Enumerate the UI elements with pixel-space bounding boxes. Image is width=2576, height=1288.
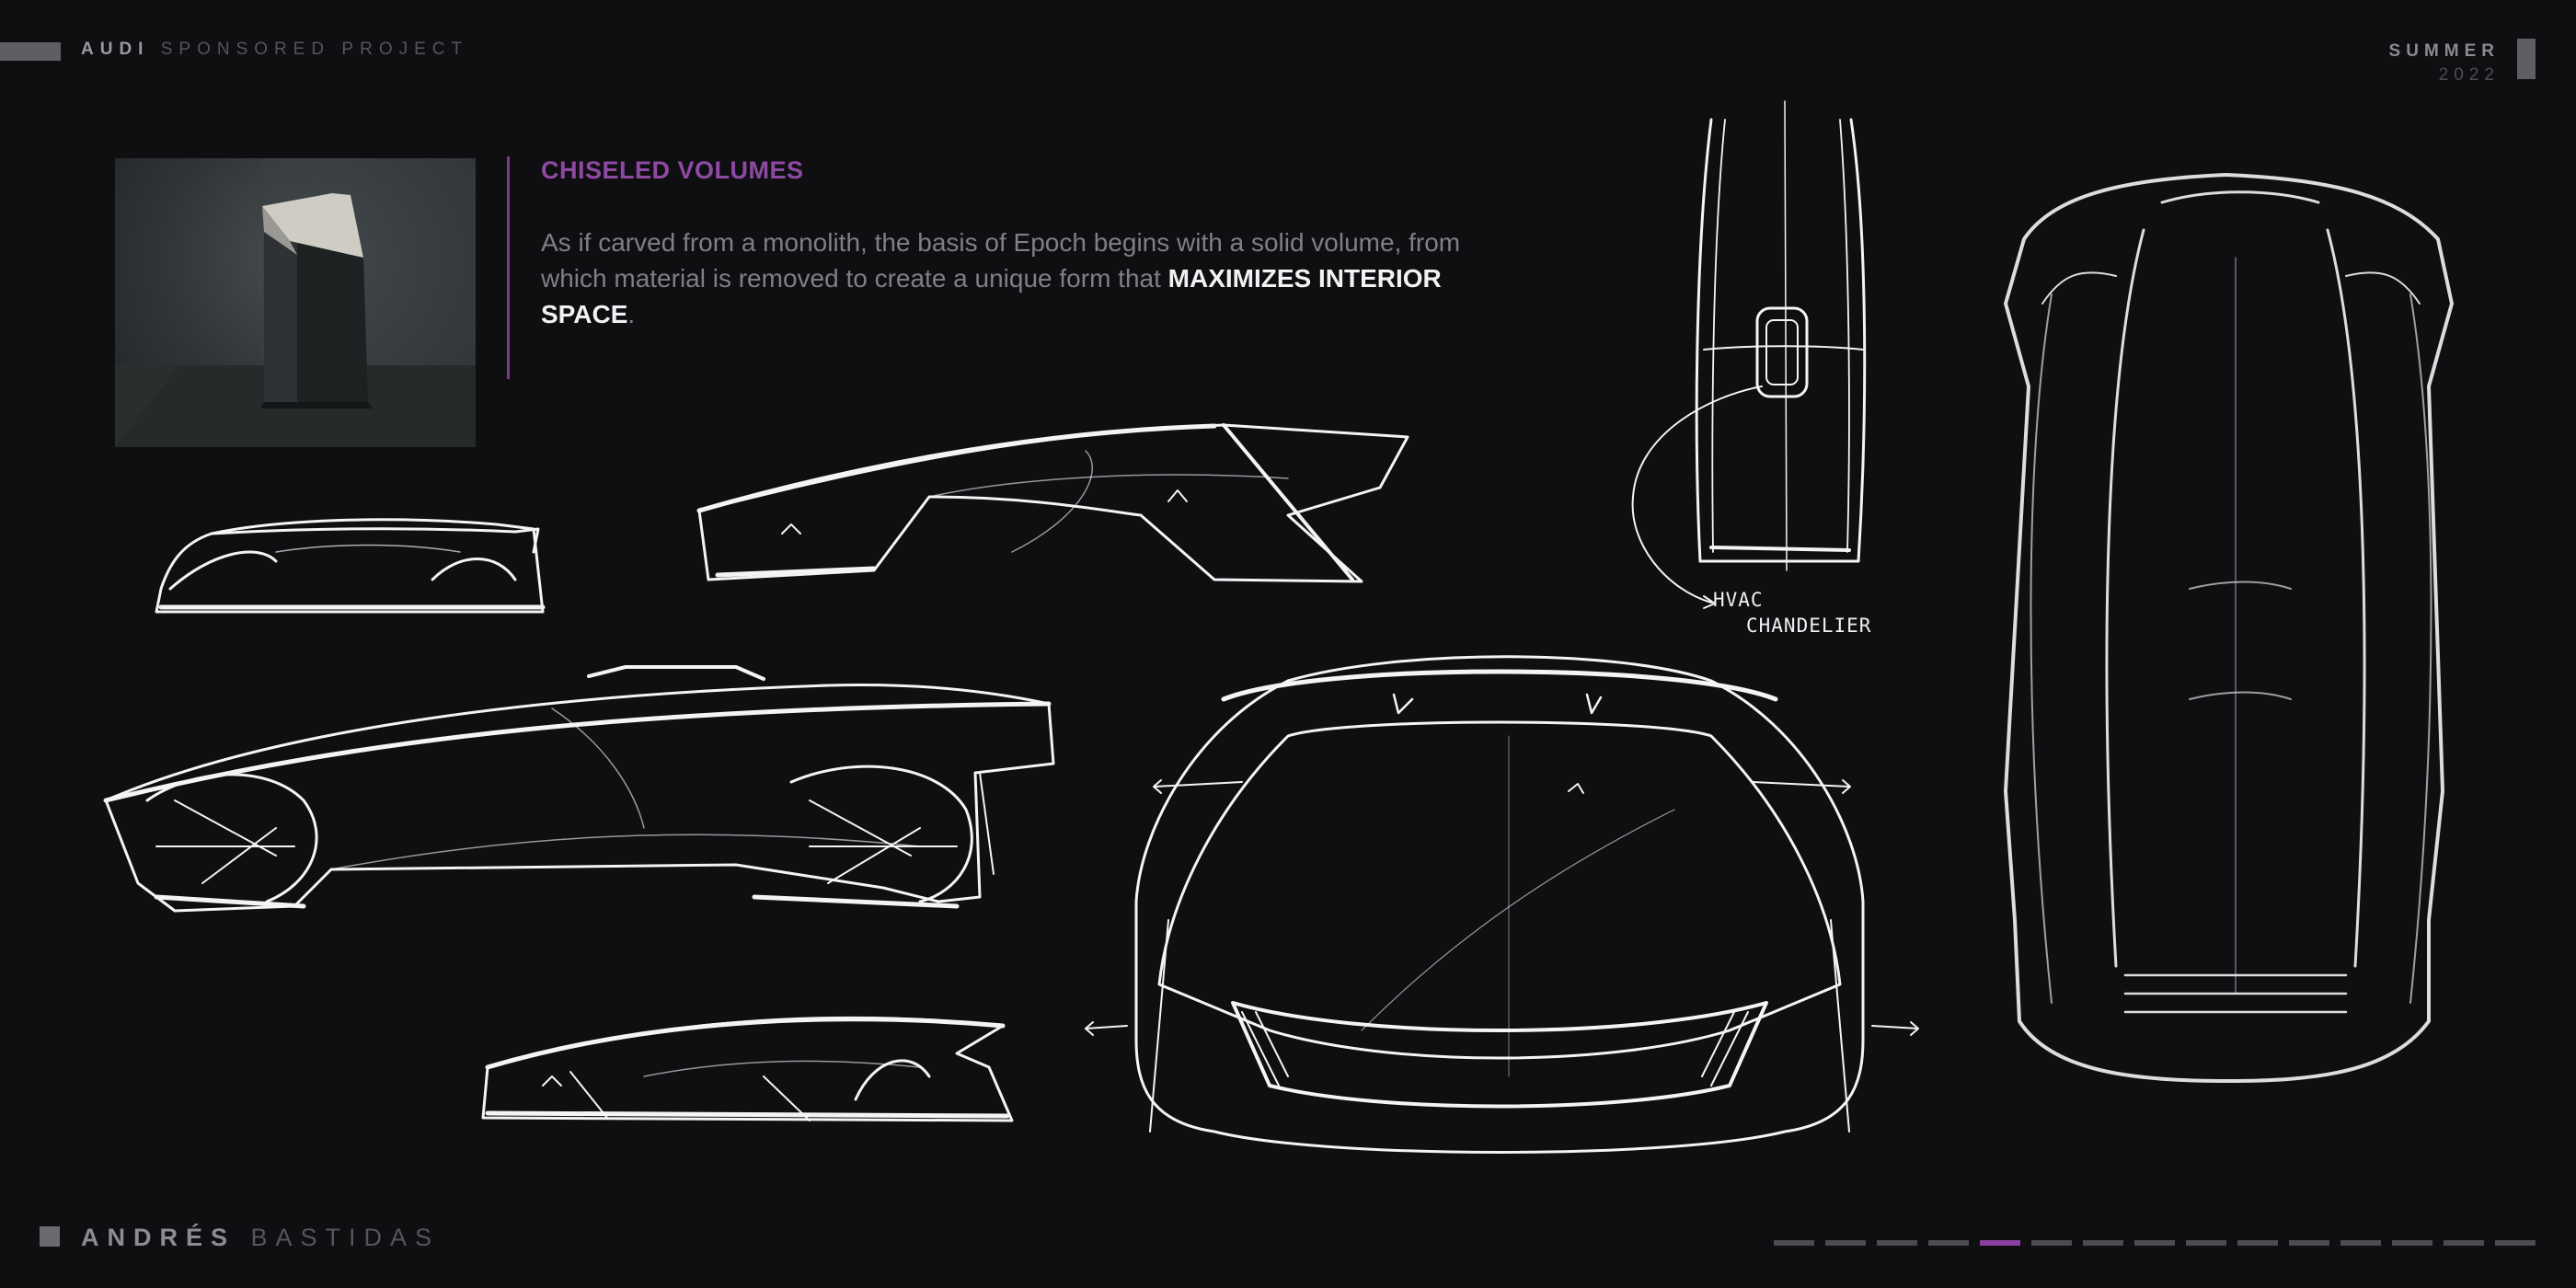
sketch-front-view bbox=[1085, 655, 1919, 1154]
footer-square-marker bbox=[40, 1226, 60, 1247]
header-bar-marker bbox=[0, 42, 61, 61]
designer-first-name: ANDRÉS bbox=[81, 1224, 236, 1251]
page-indicator-item[interactable] bbox=[2444, 1240, 2484, 1246]
page-indicator-item[interactable] bbox=[2495, 1240, 2536, 1246]
description-end: . bbox=[627, 300, 636, 328]
season-year: 2022 bbox=[2438, 65, 2500, 85]
page-indicator-item[interactable] bbox=[2340, 1240, 2381, 1246]
sketch-side-top bbox=[696, 423, 1409, 583]
annotation-chandelier: CHANDELIER bbox=[1746, 615, 1872, 637]
page-indicator-item[interactable] bbox=[2083, 1240, 2123, 1246]
hvac-chandelier-annotation: HVAC CHANDELIER bbox=[1713, 589, 1871, 637]
season-bar-marker bbox=[2517, 39, 2536, 79]
page-indicator-item[interactable] bbox=[2186, 1240, 2226, 1246]
section-description: As if carved from a monolith, the basis … bbox=[541, 224, 1470, 332]
page-indicator-item[interactable] bbox=[2031, 1240, 2072, 1246]
designer-last-name: BASTIDAS bbox=[250, 1224, 441, 1251]
description-emphasis: MAXIMIZES INTERIOR SPACE bbox=[541, 264, 1442, 328]
brand-label: AUDI bbox=[81, 40, 150, 59]
annotation-hvac: HVAC bbox=[1713, 589, 1764, 611]
page-indicator-item[interactable] bbox=[1928, 1240, 1969, 1246]
sketch-side-large bbox=[103, 665, 1055, 913]
designer-name: ANDRÉS BASTIDAS bbox=[81, 1224, 440, 1252]
season-name: SUMMER bbox=[2388, 41, 2500, 61]
sketch-side-bottom bbox=[481, 1016, 1014, 1122]
page-indicator-item[interactable] bbox=[1825, 1240, 1866, 1246]
description-text: As if carved from a monolith, the basis … bbox=[541, 228, 1461, 293]
page-indicator-item[interactable] bbox=[2289, 1240, 2329, 1246]
page-indicator-item[interactable] bbox=[1980, 1240, 2020, 1246]
monolith-photo bbox=[115, 158, 476, 447]
page-indicator-item[interactable] bbox=[1877, 1240, 1917, 1246]
accent-divider bbox=[507, 156, 510, 379]
project-header: AUDI SPONSORED PROJECT bbox=[81, 40, 468, 60]
page-indicator bbox=[1774, 1240, 2536, 1246]
page-indicator-item[interactable] bbox=[2237, 1240, 2278, 1246]
project-subtitle: SPONSORED PROJECT bbox=[160, 40, 469, 59]
page-indicator-item[interactable] bbox=[1774, 1240, 1814, 1246]
sketch-side-small bbox=[155, 518, 546, 614]
section-heading: CHISELED VOLUMES bbox=[541, 156, 804, 184]
monolith-image bbox=[115, 158, 476, 447]
page-indicator-item[interactable] bbox=[2134, 1240, 2175, 1246]
page-indicator-item[interactable] bbox=[2392, 1240, 2432, 1246]
sketch-plan-interior bbox=[1631, 100, 1867, 609]
season-label: SUMMER 2022 bbox=[2389, 40, 2500, 87]
sketch-plan-large bbox=[2004, 173, 2454, 1083]
